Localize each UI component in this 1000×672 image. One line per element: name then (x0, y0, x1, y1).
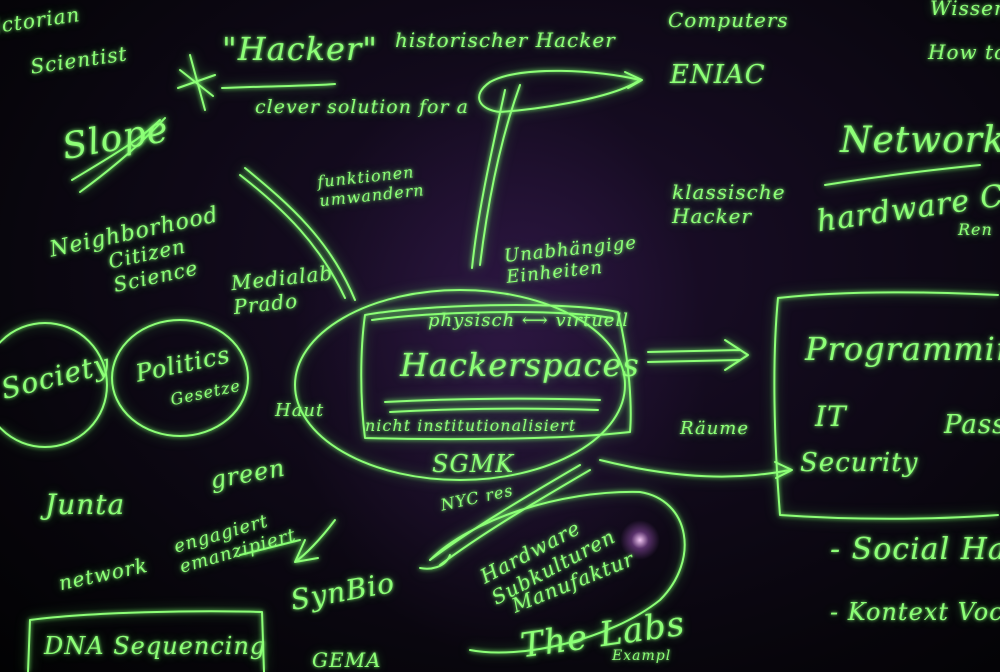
note-historischer-hacker: historischer Hacker (395, 28, 616, 52)
note-hacker: "Hacker" (222, 30, 378, 68)
note-nicht-institutionalisiert: nicht institutionalisiert (365, 416, 577, 435)
security-arrow (599, 459, 791, 478)
note-eniac: ENIAC (670, 60, 766, 90)
note-sgmk: SGMK (432, 450, 515, 478)
note-wissen: Wissen (930, 0, 1000, 20)
note-programming: Programming (805, 330, 1000, 368)
note-klassische-hacker: klassische Hacker (672, 180, 786, 228)
funktionen-arrow (244, 167, 356, 301)
hackerspaces-box (360, 304, 632, 441)
note-hackerspaces: Hackerspaces (400, 346, 640, 384)
down-arrow-left (479, 84, 521, 266)
synbio-arrow (294, 519, 336, 563)
center-purple-haze (290, 60, 710, 660)
note-security: Security (800, 448, 919, 478)
asterisk-icon (177, 54, 216, 111)
note-computers: Computers (668, 8, 789, 32)
note-physisch-virtuell: physisch ⟷ virtuell (428, 310, 629, 331)
politics-circle (111, 319, 249, 437)
note-gema: GEMA (312, 648, 382, 672)
note-exampl: Exampl (612, 648, 672, 664)
note-junta: Junta (45, 488, 126, 521)
note-kontext-voc: - Kontext Voc (830, 598, 1000, 626)
note-raeume: Räume (680, 418, 750, 439)
hackerspaces-ellipse (294, 289, 626, 481)
light-glare (620, 520, 660, 560)
note-ren: Ren (958, 220, 993, 239)
note-how-to: How to (928, 40, 1000, 64)
note-network: Network (840, 120, 1000, 161)
labs-oval (429, 490, 686, 654)
note-dna-sequencing: DNA Sequencing (44, 632, 267, 660)
note-it: IT (815, 400, 847, 433)
programming-box (773, 291, 999, 520)
eniac-loop-arrow (478, 69, 641, 113)
slope-underline (79, 117, 166, 193)
network-underline (824, 164, 981, 186)
note-haut: Haut (275, 400, 325, 421)
programming-arrow (647, 339, 749, 371)
society-circle (0, 322, 108, 448)
note-pass: Pass (944, 410, 1000, 440)
hacker-underline (221, 83, 336, 89)
dna-box (27, 610, 265, 672)
note-social-ha: - Social Ha (830, 532, 1000, 567)
note-clever-solution: clever solution for a (255, 96, 469, 118)
